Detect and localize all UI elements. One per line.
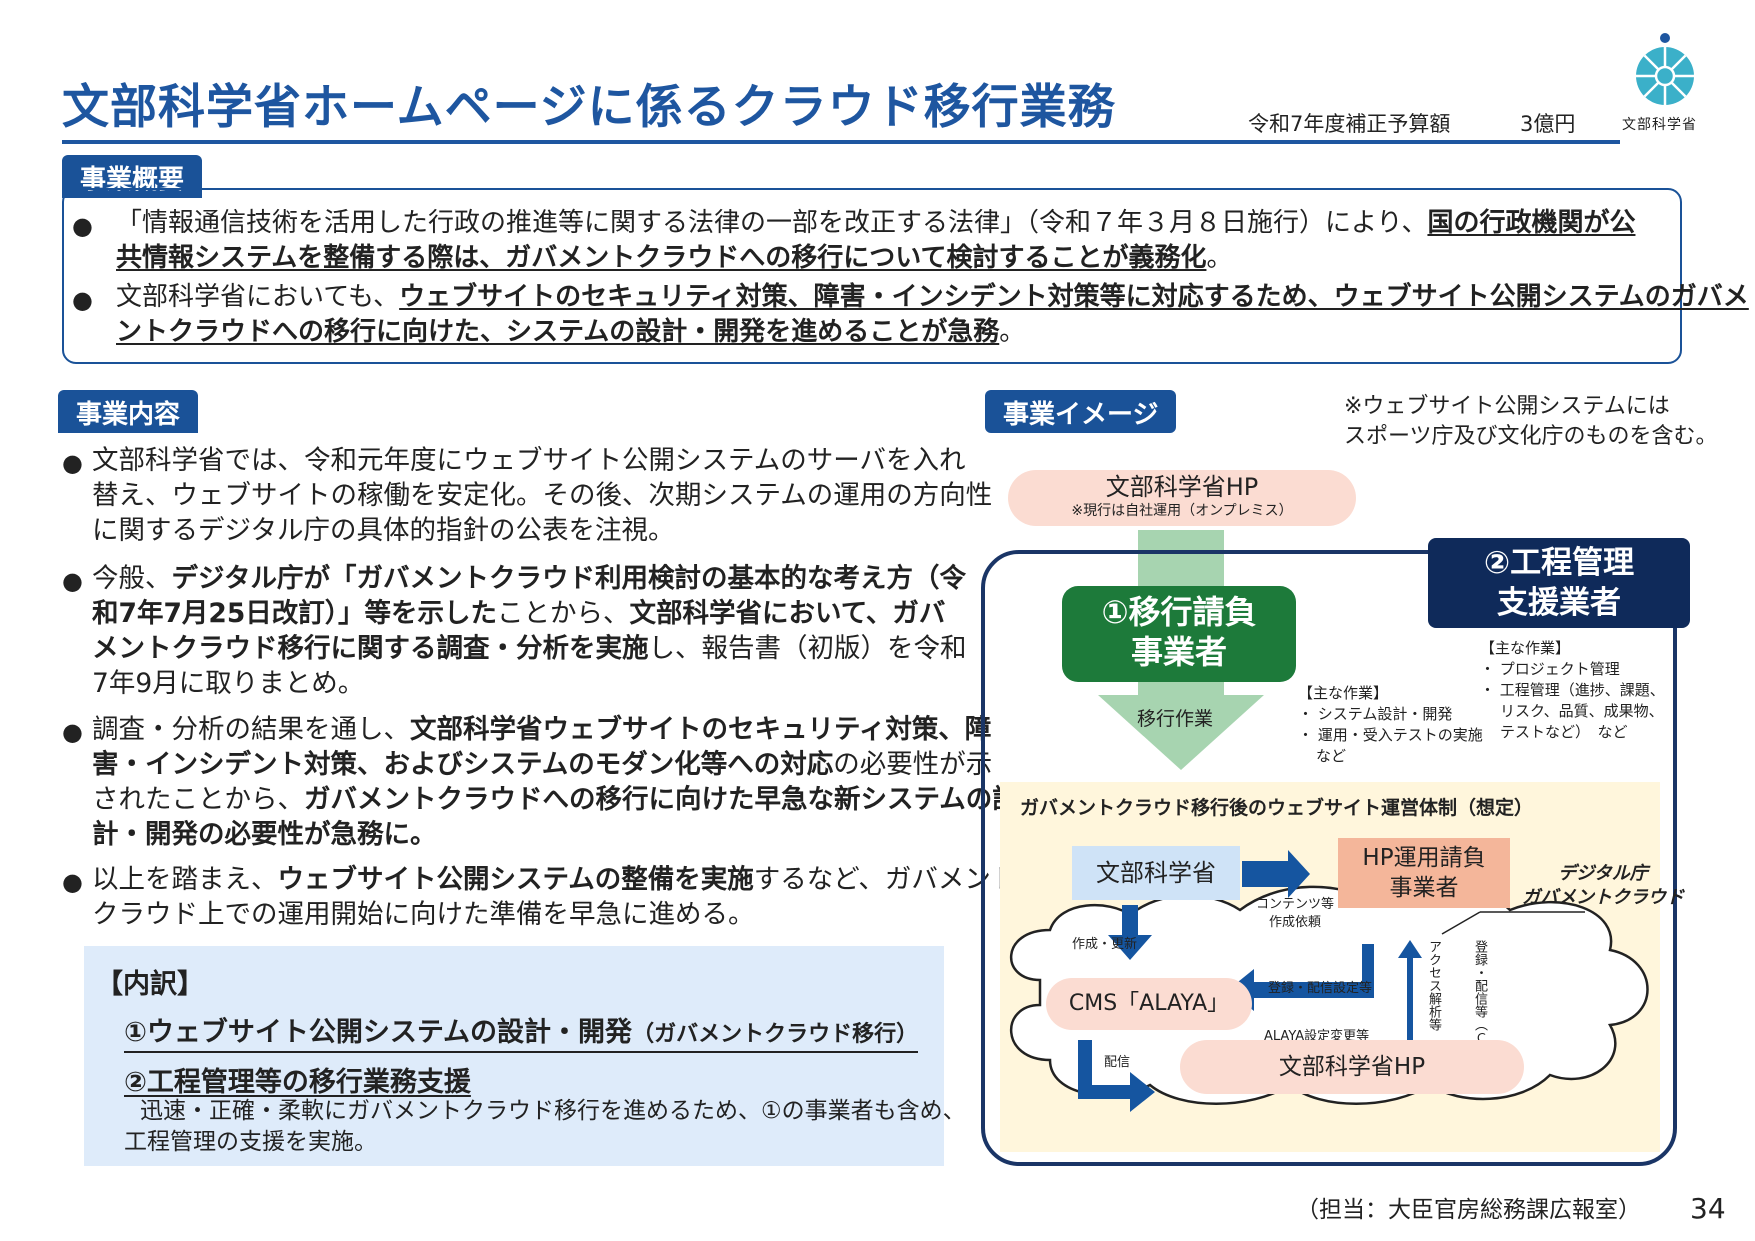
contents-request-label: コンテンツ等 作成依頼 xyxy=(1256,897,1335,930)
content-paragraph-4: 以上を踏まえ、ウェブサイト公開システムの整備を実施するなど、ガバメント クラウド… xyxy=(92,864,1018,930)
create-update-label: 作成・更新 xyxy=(1072,937,1138,952)
bullet-icon: ● xyxy=(62,449,83,477)
bullet-icon: ● xyxy=(72,286,93,314)
migration-vendor-box: ①移行請負 事業者 xyxy=(1062,586,1296,682)
contact-label: （担当：大臣官房総務課広報室） xyxy=(1296,1197,1641,1223)
migration-work-label: 移行作業 xyxy=(1137,708,1214,730)
breakdown-item-1: ①ウェブサイト公開システムの設計・開発（ガバメントクラウド移行） xyxy=(124,1010,919,1053)
bullet-icon: ● xyxy=(72,212,93,240)
content-paragraph-2: 今般、デジタル庁が「ガバメントクラウド利用検討の基本的な考え方（令 和7年7月2… xyxy=(92,563,967,699)
content-paragraph-1: 文部科学省では、令和元年度にウェブサイト公開システムのサーバを入れ 替え、ウェブ… xyxy=(92,445,993,546)
overview-line: 共情報システムを整備する際は、ガバメントクラウドへの移行について検討することが義… xyxy=(116,243,1233,273)
breakdown-note: 迅速・正確・柔軟にガバメントクラウド移行を進めるため、①の事業者も含め、 xyxy=(140,1098,966,1124)
budget-value: 3億円 xyxy=(1520,112,1576,136)
overview-line: 「情報通信技術を活用した行政の推進等に関する法律の一部を改正する法律」（令和７年… xyxy=(116,208,1636,238)
hp-vendor-box: HP運用請負 事業者 xyxy=(1338,838,1510,908)
vendor2-tasks: 【主な作業】 ・ プロジェクト管理 ・ 工程管理（進捗、課題、 リスク、品質、成… xyxy=(1480,639,1665,741)
page-number: 34 xyxy=(1690,1192,1726,1225)
image-tab: 事業イメージ xyxy=(985,390,1177,433)
content-paragraph-3: 調査・分析の結果を通し、文部科学省ウェブサイトのセキュリティ対策、障 害・インシ… xyxy=(92,714,1019,850)
overview-line: ントクラウドへの移行に向けた、システムの設計・開発を進めることが急務。 xyxy=(116,317,1026,347)
overview-tab: 事業概要 xyxy=(62,155,203,198)
registration-setting-label: 登録・配信設定等 xyxy=(1268,981,1373,996)
bullet-icon: ● xyxy=(62,718,83,746)
top-hp-pill: 文部科学省HP ※現行は自社運用（オンプレミス） xyxy=(1008,470,1356,526)
system-title: ガバメントクラウド移行後のウェブサイト運営体制（想定） xyxy=(1020,797,1534,819)
content-tab: 事業内容 xyxy=(58,390,199,433)
cms-pill: CMS「ALAYA」 xyxy=(1046,978,1252,1030)
page-title: 文部科学省ホームページに係るクラウド移行業務 xyxy=(62,80,1116,135)
image-note: ※ウェブサイト公開システムには スポーツ庁及び文化庁のものを含む。 xyxy=(1344,394,1718,449)
budget-label: 令和7年度補正予算額 xyxy=(1248,112,1451,136)
breakdown-item-2: ②工程管理等の移行業務支援 xyxy=(124,1067,471,1098)
bullet-icon: ● xyxy=(62,567,83,595)
process-support-vendor-box: ②工程管理 支援業者 xyxy=(1428,538,1690,628)
mext-box: 文部科学省 xyxy=(1072,846,1240,900)
bullet-icon: ● xyxy=(62,868,83,896)
overview-line: 文部科学省においても、ウェブサイトのセキュリティ対策、障害・インシデント対策等に… xyxy=(116,282,1749,312)
bottom-hp-pill: 文部科学省HP xyxy=(1180,1040,1524,1094)
distribute-label: 配信 xyxy=(1104,1055,1131,1070)
breakdown-note: 工程管理の支援を実施。 xyxy=(124,1129,377,1155)
breakdown-box xyxy=(84,946,944,1166)
access-analysis-label: アクセス解析等 xyxy=(1426,940,1441,1031)
vendor1-tasks: 【主な作業】 ・ システム設計・開発 ・ 運用・受入テストの実施 など xyxy=(1298,684,1483,765)
mext-logo-icon xyxy=(1636,33,1694,105)
title-divider xyxy=(62,140,1620,144)
digital-agency-label: デジタル庁 ガバメントクラウド xyxy=(1522,863,1684,908)
breakdown-title: 【内訳】 xyxy=(96,969,204,1000)
logo-text: 文部科学省 xyxy=(1622,117,1697,133)
overview-box xyxy=(62,188,1682,364)
